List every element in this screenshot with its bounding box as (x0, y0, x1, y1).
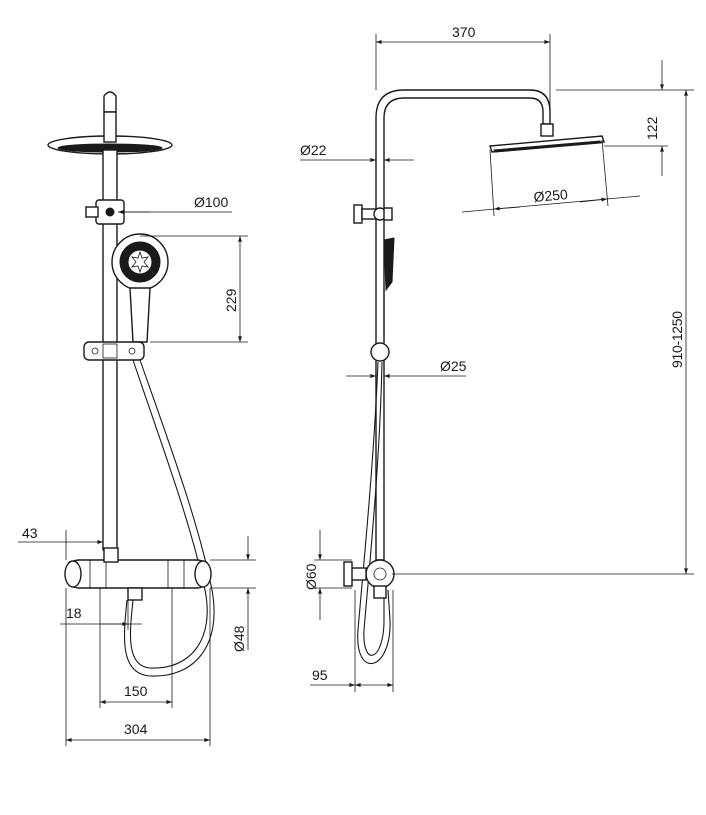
dim-label-d48: Ø48 (231, 625, 247, 652)
hand-shower-front (111, 233, 169, 343)
front-dimensions: Ø100 229 43 18 150 304 Ø48 (18, 194, 256, 746)
dim-line-d250 (461, 195, 641, 213)
dim-label-304: 304 (124, 721, 148, 737)
riser-top-cap (103, 91, 117, 113)
front-view (47, 91, 215, 677)
side-dimensions: 370 122 Ø22 Ø250 910-1250 Ø25 Ø60 (300, 24, 694, 692)
shower-arm-side (375, 89, 551, 561)
dim-label-d100: Ø100 (194, 194, 228, 210)
dim-label-122: 122 (644, 116, 660, 140)
thermostat-mixer-front (64, 547, 212, 601)
dim-label-d22: Ø22 (300, 142, 327, 158)
dim-label-d25: Ø25 (440, 358, 467, 374)
thermostat-mixer-side (343, 559, 395, 599)
dim-label-d250: Ø250 (533, 186, 569, 205)
hose-side-inner (363, 361, 385, 656)
slider-bracket (83, 341, 145, 361)
dim-label-910-1250: 910-1250 (669, 311, 685, 368)
overhead-shower-head-front (47, 111, 173, 155)
side-view (343, 89, 605, 664)
hose-front-outer (123, 359, 215, 677)
slider-bracket-side (370, 342, 390, 362)
dim-label-95: 95 (312, 667, 328, 683)
head-connector-side (540, 123, 554, 137)
diverter-valve-side (353, 204, 393, 224)
dim-label-43: 43 (22, 525, 38, 541)
hand-shower-side (383, 237, 395, 336)
dim-label-18: 18 (66, 605, 82, 621)
dim-label-370: 370 (452, 24, 476, 40)
overhead-shower-head-side (489, 135, 605, 153)
dim-label-229: 229 (223, 288, 239, 312)
hose-side (357, 361, 391, 664)
hose-front (129, 359, 208, 669)
dim-label-150: 150 (124, 683, 148, 699)
dim-label-d60: Ø60 (303, 563, 319, 590)
